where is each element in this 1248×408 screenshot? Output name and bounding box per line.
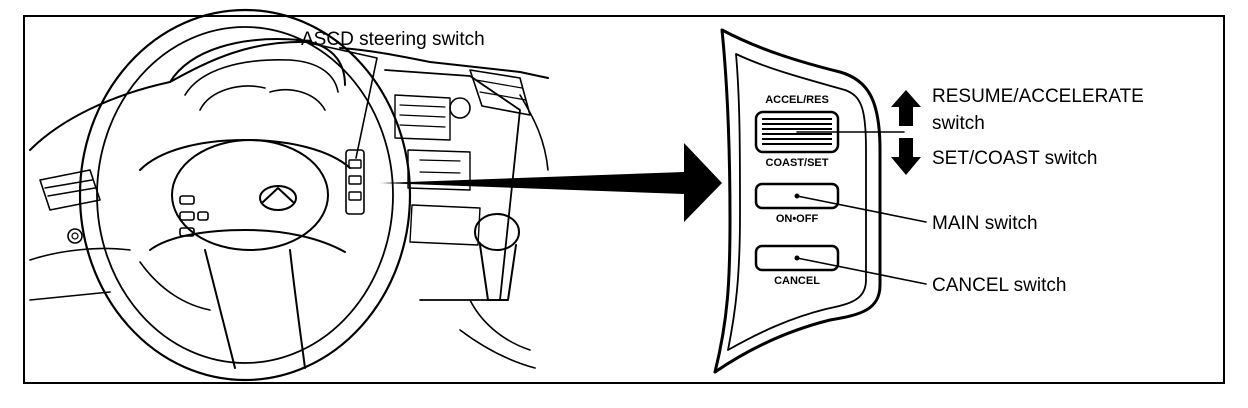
pointer-arrow — [380, 143, 722, 222]
ascd-switch-on-wheel — [345, 149, 365, 215]
resume-accelerate-label-line2: switch — [932, 113, 985, 134]
steering-switch-label: ASCD steering switch — [301, 29, 485, 50]
cancel-leader — [796, 257, 927, 285]
up-arrow-icon — [891, 90, 921, 126]
set-coast-label: SET/COAST switch — [932, 148, 1097, 169]
on-off-label: ON•OFF — [776, 213, 819, 225]
figure-frame — [23, 15, 1225, 384]
down-arrow-icon — [891, 138, 921, 175]
left-spoke-buttons — [179, 195, 209, 237]
accel-res-label: ACCEL/RES — [765, 94, 829, 106]
coast-set-label: COAST/SET — [766, 157, 829, 169]
cancel-label: CANCEL — [774, 275, 820, 287]
main-switch-label: MAIN switch — [932, 213, 1038, 234]
resume-accelerate-label: RESUME/ACCELERATE — [932, 86, 1144, 107]
dashboard-illustration — [29, 8, 549, 382]
main-leader — [796, 195, 927, 223]
steering-switch-leader — [295, 39, 378, 159]
cancel-switch-label: CANCEL switch — [932, 275, 1066, 296]
